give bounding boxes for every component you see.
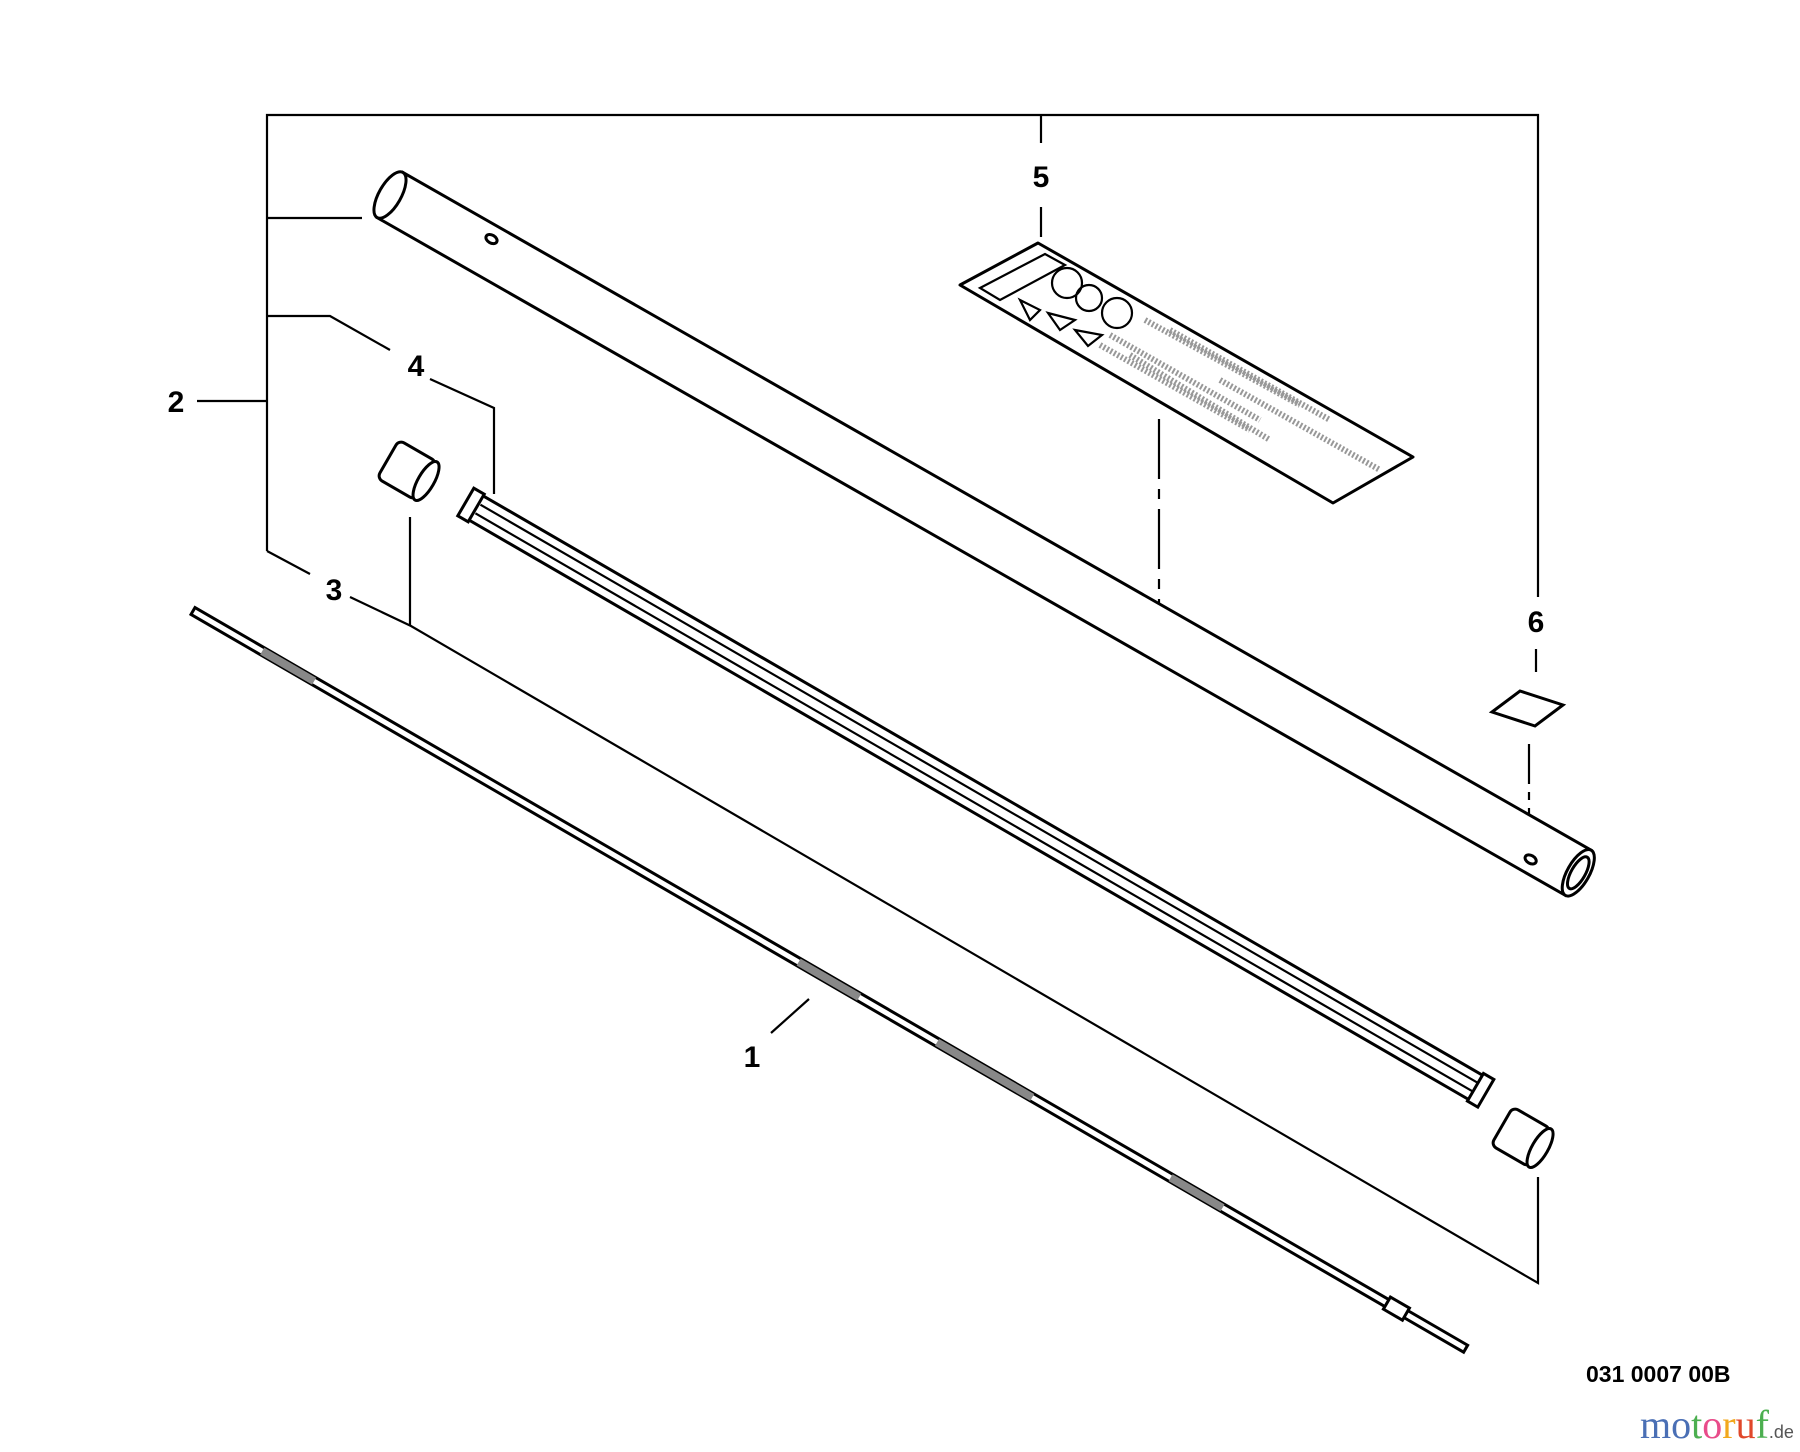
watermark-letter: u bbox=[1735, 1402, 1756, 1447]
plate-part bbox=[1488, 689, 1567, 728]
watermark-letter: o bbox=[1671, 1402, 1692, 1447]
watermark-letter: r bbox=[1722, 1402, 1736, 1447]
callout-2: 2 bbox=[168, 386, 185, 419]
drawing-code: 031 0007 00B bbox=[1586, 1361, 1731, 1387]
warning-label bbox=[958, 241, 1415, 505]
callout-5: 5 bbox=[1033, 161, 1050, 194]
watermark-letter: m bbox=[1640, 1402, 1672, 1447]
liner bbox=[455, 486, 1496, 1110]
shaft-tube bbox=[372, 170, 1596, 898]
leader-lines bbox=[197, 113, 1540, 1285]
watermark-letter: o bbox=[1702, 1402, 1723, 1447]
watermark-letter: t bbox=[1691, 1402, 1703, 1447]
watermark-logo: motoruf.de bbox=[1640, 1405, 1794, 1452]
callout-3: 3 bbox=[326, 574, 343, 607]
callout-1: 1 bbox=[744, 1041, 761, 1074]
callout-6: 6 bbox=[1528, 606, 1545, 639]
drive-shaft bbox=[188, 605, 1470, 1355]
bushing-bottom bbox=[1491, 1107, 1555, 1169]
watermark-letter: f bbox=[1755, 1402, 1769, 1447]
bushing-top bbox=[377, 440, 441, 502]
watermark-suffix: .de bbox=[1768, 1422, 1794, 1442]
callout-4: 4 bbox=[408, 350, 425, 383]
